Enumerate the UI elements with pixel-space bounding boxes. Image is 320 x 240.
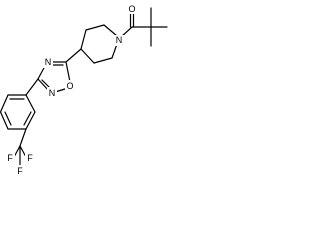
piperidine-ring: [80, 24, 118, 64]
bond-ring-3: [0, 111, 9, 130]
bond-ring-5: [25, 111, 36, 130]
bond-ring-2: [0, 94, 9, 113]
bond-c3-to-c4: [80, 29, 87, 50]
benzene-ring: [0, 94, 36, 130]
carbonyl-oxygen-label: O: [128, 4, 135, 14]
bond-oxadiazole-to-phenyl: [25, 78, 39, 96]
oxadiazole-nitrogen-top-label: N: [45, 57, 52, 67]
tert-butyl-group: [131, 7, 168, 47]
bond-ring-inner-2: [4, 111, 12, 126]
fluorine-top-label: F: [27, 153, 33, 163]
bond-ring-inner-3: [23, 111, 32, 126]
oxadiazole-nitrogen-left-label: N: [49, 88, 56, 98]
carbonyl-group: [120, 12, 135, 38]
oxadiazole-oxygen-label: O: [66, 81, 73, 91]
bond-ring-to-cf3-carbon: [19, 128, 27, 147]
bond-c4-to-c5: [80, 48, 95, 64]
bond-o1-to-c5: [65, 61, 71, 83]
piperidine-nitrogen-label: N: [116, 35, 123, 45]
fluorine-bottom-label: F: [17, 166, 23, 176]
bond-piperidine-to-oxadiazole: [65, 48, 82, 63]
bond-c3-to-n2-double: [41, 79, 51, 89]
bond-c2-to-c3: [85, 24, 105, 31]
bond-c5-to-c6: [93, 57, 113, 64]
bond-ring-6: [25, 94, 36, 113]
chemical-structure-diagram: O N N O N F F F: [0, 3, 168, 176]
trifluoromethyl-group: [13, 128, 27, 169]
bond-n-to-c2: [103, 24, 118, 37]
bond-n4-to-c3: [37, 65, 46, 80]
bond-c6-to-n: [111, 43, 118, 59]
fluorine-left-label: F: [7, 153, 13, 163]
atom-labels: O N N O N F F F: [5, 3, 137, 176]
